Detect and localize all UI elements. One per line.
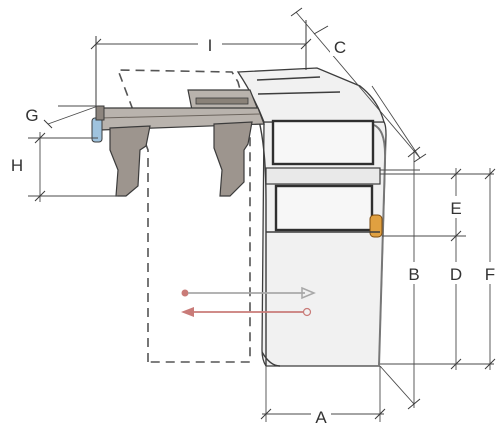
arrow-origin-dot: [181, 289, 189, 297]
dimension-G-label: G: [25, 106, 38, 125]
dimension-F-label: F: [485, 265, 495, 284]
cabinet-handle: [369, 214, 383, 238]
dimension-B-bottom-extension: [379, 365, 415, 405]
dimension-E: E: [380, 168, 494, 370]
dimension-F-tick-top: [484, 168, 496, 180]
arm-left-leg: [109, 125, 151, 197]
dimension-C-label: C: [334, 38, 346, 57]
dimension-E-label: E: [450, 199, 461, 218]
dimension-H-label: H: [11, 156, 23, 175]
dimension-I-label-bg: [198, 34, 222, 54]
dimension-I-tick-right: [300, 38, 312, 50]
dimension-A-tick-left: [260, 408, 272, 420]
dimension-F-label-bg: [480, 262, 500, 284]
dimension-B-label: B: [408, 265, 419, 284]
dimension-G-line: [47, 105, 99, 125]
dimension-H-tick-top: [34, 132, 46, 144]
cabinet-band: [265, 167, 381, 185]
dimension-C-label-bg: [330, 36, 350, 56]
dimension-A-label: A: [315, 408, 327, 426]
arrow-right-head: [301, 286, 316, 300]
cabinet-top-line-2: [257, 91, 341, 95]
arm-beam-line: [99, 113, 261, 119]
cabinet-top: [236, 67, 385, 123]
dimension-C-tick-mid: [313, 25, 329, 35]
dimension-C-extension: [371, 85, 421, 159]
arm-right-leg: [213, 121, 253, 197]
dimension-E-tick-top: [450, 168, 462, 180]
dimension-C: C: [290, 7, 427, 163]
dimension-I: I: [90, 20, 312, 112]
cabinet-right-edge: [373, 124, 387, 367]
dimension-D: D: [446, 262, 466, 370]
dimension-F: F: [380, 168, 500, 370]
dimension-B: B: [379, 146, 425, 410]
dimension-G-tick: [43, 119, 53, 129]
display-window: [271, 119, 375, 166]
dimension-B-tick-top: [407, 146, 421, 158]
arm-assembly: [91, 89, 265, 197]
cabinet: [236, 67, 387, 367]
dimension-A: A: [260, 366, 386, 426]
dimension-G: G: [25, 105, 99, 129]
dimension-E-tick-bottom: [450, 230, 462, 242]
dimension-E-label-bg: [446, 196, 466, 218]
dimension-A-label-bg: [311, 406, 331, 426]
dimension-B-tick-bottom: [407, 398, 421, 410]
dimension-A-tick-right: [374, 408, 386, 420]
cabinet-top-line: [256, 76, 321, 81]
dimension-B-label-bg: [403, 262, 425, 284]
dimension-I-label: I: [208, 36, 213, 55]
movement-arrows: [181, 286, 316, 317]
dimension-I-tick-left: [90, 38, 102, 50]
carriage-rail: [195, 97, 249, 105]
dimension-D-label-bg: [446, 262, 466, 284]
dimension-H: H: [11, 132, 118, 202]
dimension-C-tick-top: [290, 7, 303, 17]
dimension-D-label: D: [450, 265, 462, 284]
dimension-C-line: [295, 11, 421, 159]
arrow-left-head: [181, 307, 194, 317]
lower-window: [274, 184, 374, 232]
cabinet-base: [261, 351, 281, 367]
dimension-H-tick-bottom: [34, 190, 46, 202]
arm-front-cap: [95, 105, 105, 121]
dimension-F-tick-bottom: [484, 358, 496, 370]
arrow-end-dot: [302, 307, 312, 317]
